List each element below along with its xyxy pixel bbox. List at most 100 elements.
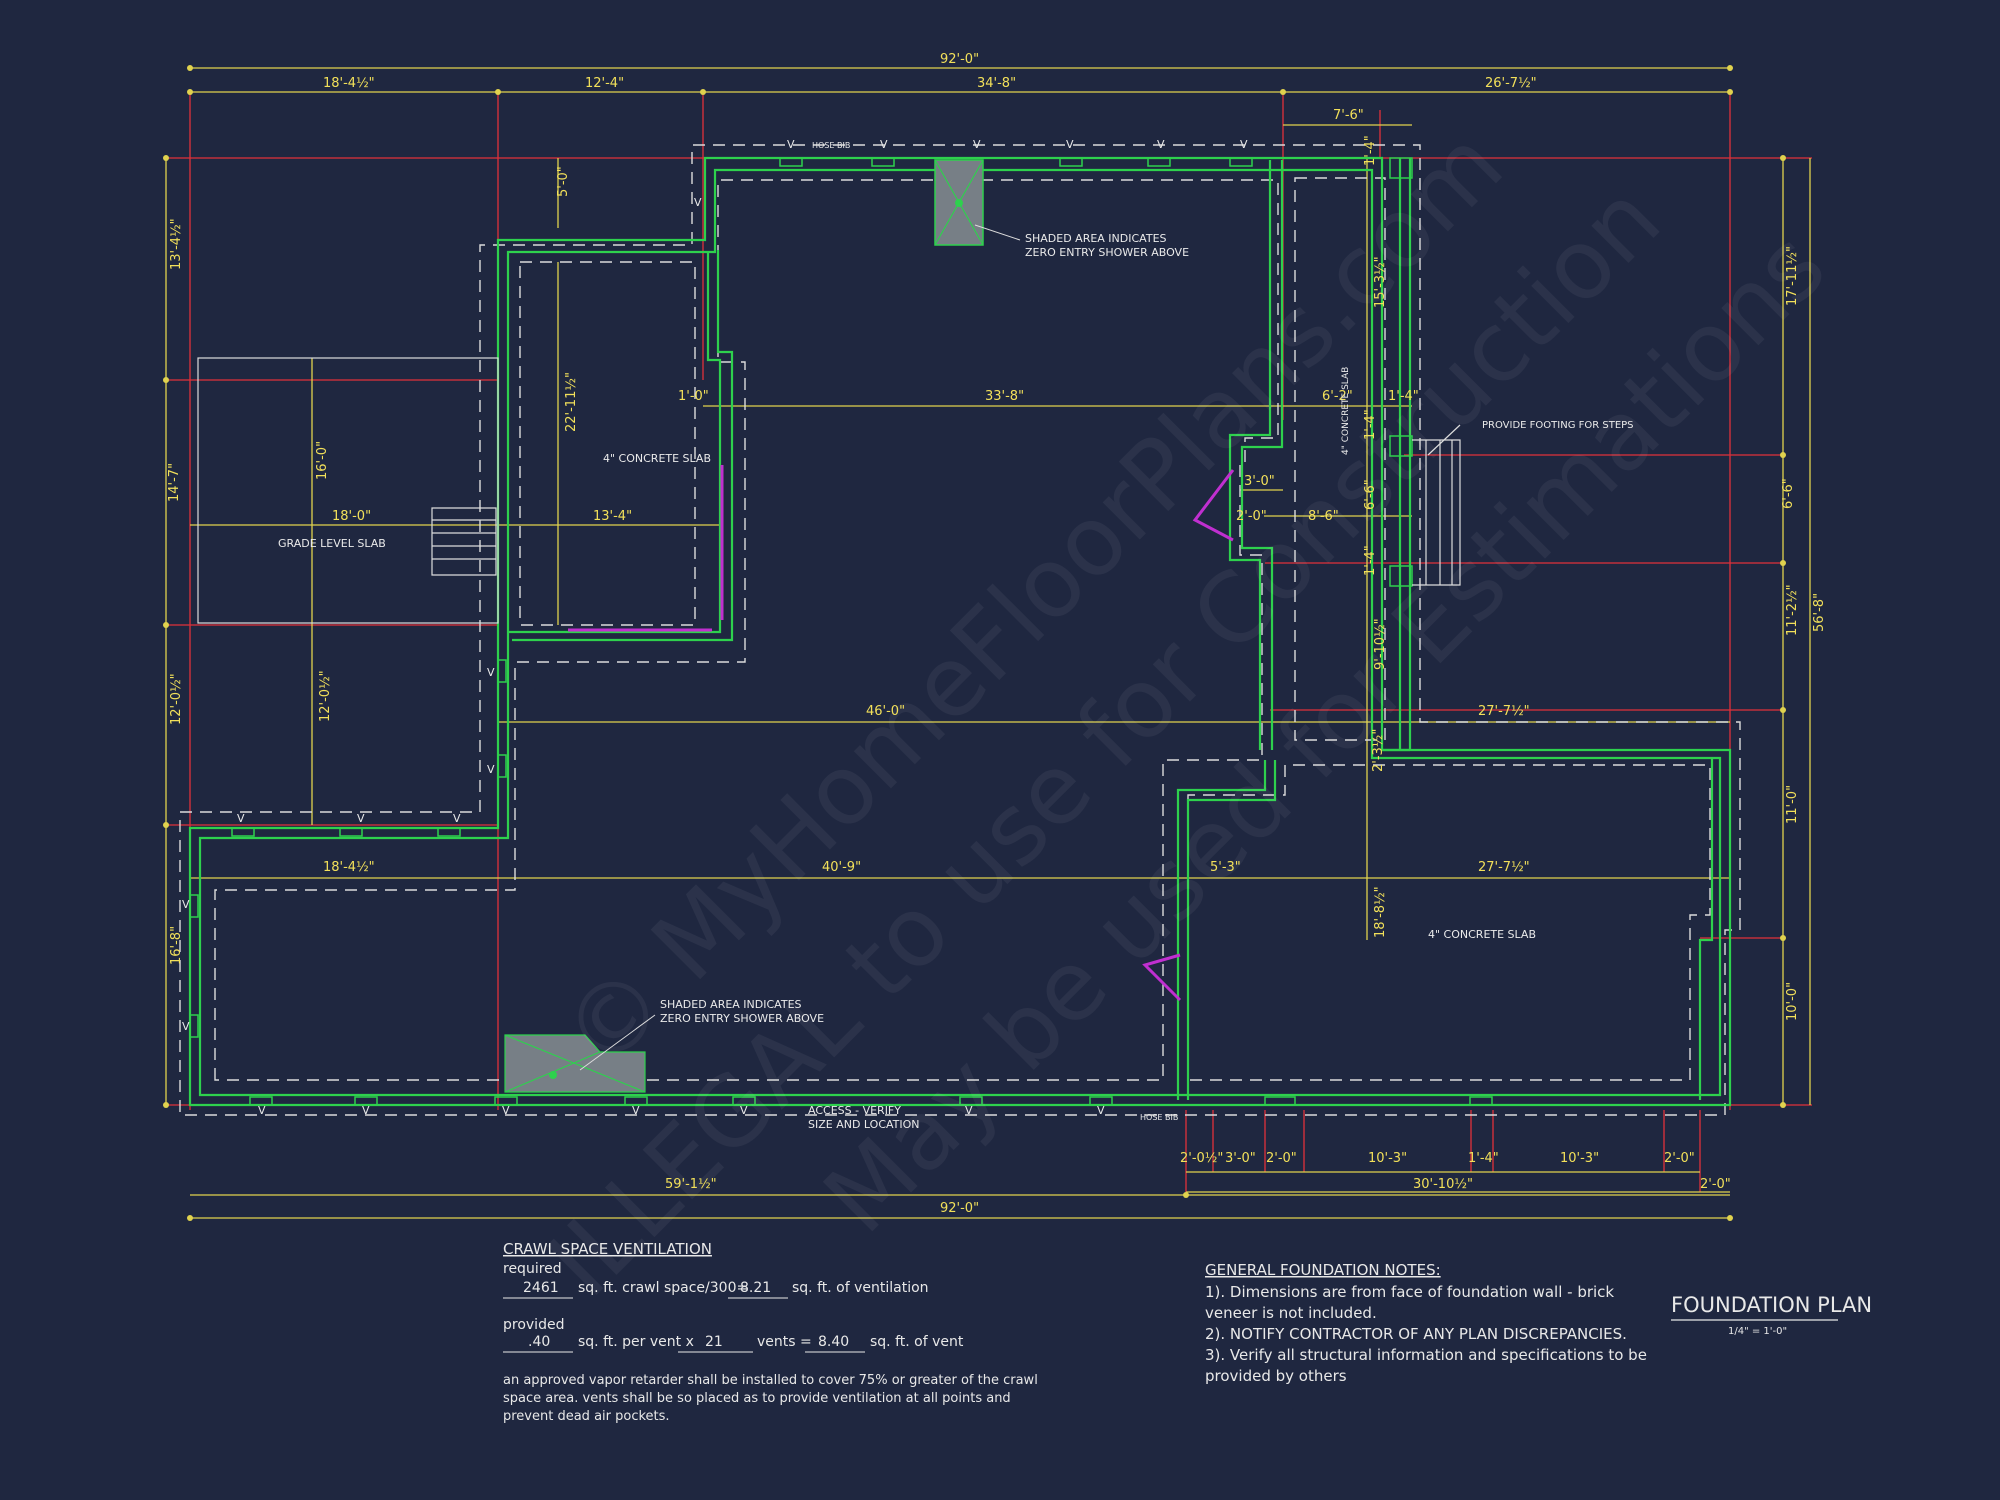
title-block: FOUNDATION PLAN 1/4" = 1'-0" xyxy=(1671,1293,1872,1337)
dimension-lines xyxy=(163,65,1811,1221)
dim-right2: 6'-6" xyxy=(1781,478,1796,509)
dim-left2: 14'-7" xyxy=(167,463,182,502)
vent-marker: V xyxy=(740,1104,748,1117)
dim-40-9: 40'-9" xyxy=(822,860,861,875)
dim-left4: 16'-8" xyxy=(169,926,184,965)
vent-required-value: 8.21 xyxy=(740,1280,771,1296)
vapor-note-line-1: an approved vapor retarder shall be inst… xyxy=(503,1373,1038,1388)
vent-required-text: sq. ft. of ventilation xyxy=(792,1280,929,1296)
dim-27-7b: 27'-7½" xyxy=(1478,860,1530,875)
shower-note-top-1: SHADED AREA INDICATES xyxy=(1025,232,1167,245)
shaded-shower-bottom xyxy=(504,1014,656,1093)
dim-bot-a: 2'-0½" xyxy=(1180,1151,1223,1166)
vent-marker: V xyxy=(694,196,702,209)
dim-bottom-overall: 92'-0" xyxy=(940,1201,979,1216)
dim-5-0: 5'-0" xyxy=(556,166,571,197)
dim-6-6: 6'-6" xyxy=(1363,479,1378,510)
dim-bot-30: 30'-10½" xyxy=(1413,1177,1473,1192)
shower-note-top-2: ZERO ENTRY SHOWER ABOVE xyxy=(1025,246,1189,259)
vent-marker: V xyxy=(453,812,461,825)
dim-bot-e: 1'-4" xyxy=(1468,1151,1499,1166)
access-note-2: SIZE AND LOCATION xyxy=(808,1118,920,1131)
general-notes-title: GENERAL FOUNDATION NOTES: xyxy=(1205,1261,1441,1279)
dim-12-0: 12'-0½" xyxy=(318,670,333,722)
dim-13-4: 13'-4" xyxy=(593,509,632,524)
vent-marker: V xyxy=(965,1104,973,1117)
dim-46-0: 46'-0" xyxy=(866,704,905,719)
vent-marker: V xyxy=(1066,138,1074,151)
ventilation-block: CRAWL SPACE VENTILATION required 2461 sq… xyxy=(503,1240,1038,1424)
per-vent-value: .40 xyxy=(528,1334,550,1350)
dim-right5: 10'-0" xyxy=(1785,982,1800,1021)
hose-bib-bottom: HOSE BIB xyxy=(1140,1113,1178,1122)
dim-top-seg4: 26'-7½" xyxy=(1485,76,1537,91)
general-note-2: 2). NOTIFY CONTRACTOR OF ANY PLAN DISCRE… xyxy=(1205,1325,1627,1343)
dim-18-8: 18'-8½" xyxy=(1373,886,1388,938)
vent-marker: V xyxy=(787,138,795,151)
dim-1-4a: 1'-4" xyxy=(1388,389,1419,404)
per-vent-text: sq. ft. per vent x xyxy=(578,1334,694,1350)
shower-note-bottom-1: SHADED AREA INDICATES xyxy=(660,998,802,1011)
dimension-labels: 92'-0" 18'-4½" 12'-4" 34'-8" 26'-7½" 7'-… xyxy=(167,52,1827,1216)
dim-bump: 7'-6" xyxy=(1333,108,1364,123)
vent-marker: V xyxy=(1240,138,1248,151)
dim-bot-d: 10'-3" xyxy=(1368,1151,1407,1166)
vent-marker: V xyxy=(1157,138,1165,151)
grade-level-slab: GRADE LEVEL SLAB xyxy=(278,537,386,550)
general-note-3b: provided by others xyxy=(1205,1367,1347,1385)
dim-left3: 12'-0½" xyxy=(169,673,184,725)
dim-top-overall: 92'-0" xyxy=(940,52,979,67)
general-notes-block: GENERAL FOUNDATION NOTES: 1). Dimensions… xyxy=(1205,1261,1647,1385)
dim-right3: 11'-2½" xyxy=(1785,584,1800,636)
dim-1-0: 1'-0" xyxy=(678,389,709,404)
dim-8-6: 8'-6" xyxy=(1308,509,1339,524)
general-note-1a: 1). Dimensions are from face of foundati… xyxy=(1205,1283,1614,1301)
vent-marker: V xyxy=(362,1104,370,1117)
dim-bot-f: 10'-3" xyxy=(1560,1151,1599,1166)
vent-marker: V xyxy=(487,666,495,679)
dim-15-3: 15'-3½" xyxy=(1373,256,1388,308)
slab-outlines xyxy=(197,357,1461,624)
dim-bot-g: 2'-0" xyxy=(1664,1151,1695,1166)
dim-bot-2-0: 2'-0" xyxy=(1700,1177,1731,1192)
vent-provided-value: 8.40 xyxy=(818,1334,849,1350)
vent-marker: V xyxy=(880,138,888,151)
shaded-shower-top xyxy=(934,159,1021,246)
vent-marker: V xyxy=(182,1020,190,1033)
concrete-slab-right: 4" CONCRETE SLAB xyxy=(1341,367,1351,455)
dim-1-4c: 1'-4" xyxy=(1363,409,1378,440)
general-note-1b: veneer is not included. xyxy=(1205,1304,1377,1322)
vent-marker: V xyxy=(1097,1104,1105,1117)
ventilation-title: CRAWL SPACE VENTILATION xyxy=(503,1240,712,1258)
access-note-1: ACCESS - VERIFY xyxy=(808,1104,901,1117)
general-note-3a: 3). Verify all structural information an… xyxy=(1205,1346,1647,1364)
dim-16-0: 16'-0" xyxy=(315,441,330,480)
dim-bot-59: 59'-1½" xyxy=(665,1177,717,1192)
vent-marker: V xyxy=(357,812,365,825)
dim-bot-c: 2'-0" xyxy=(1266,1151,1297,1166)
crawl-area-text: sq. ft. crawl space/300= xyxy=(578,1280,748,1296)
vent-marker: V xyxy=(632,1104,640,1117)
dim-5-3: 5'-3" xyxy=(1210,860,1241,875)
plan-scale: 1/4" = 1'-0" xyxy=(1728,1326,1787,1337)
vent-marker: V xyxy=(487,763,495,776)
vapor-note-line-2: space area. vents shall be so placed as … xyxy=(503,1391,1011,1406)
watermark-line-2: ILLEGAL to use for Construction xyxy=(527,163,1682,1318)
vent-markers: V V V V V V V V V V V V V V V V V V V V … xyxy=(182,138,1248,1117)
footing-note: PROVIDE FOOTING FOR STEPS xyxy=(1482,420,1634,431)
concrete-slab-bottom: 4" CONCRETE SLAB xyxy=(1428,928,1536,941)
vent-count-value: 21 xyxy=(705,1334,723,1350)
dim-3-0: 3'-0" xyxy=(1244,474,1275,489)
dim-bot-b: 3'-0" xyxy=(1225,1151,1256,1166)
dim-top-seg1: 18'-4½" xyxy=(323,76,375,91)
vent-marker: V xyxy=(237,812,245,825)
vent-marker: V xyxy=(182,898,190,911)
plan-title: FOUNDATION PLAN xyxy=(1671,1293,1872,1317)
dim-18-0: 18'-0" xyxy=(332,509,371,524)
dim-1-4d: 1'-4" xyxy=(1363,545,1378,576)
dim-right4: 11'-0" xyxy=(1785,785,1800,824)
dim-18-4b: 18'-4½" xyxy=(323,860,375,875)
provided-label: provided xyxy=(503,1317,564,1333)
vent-marker: V xyxy=(973,138,981,151)
